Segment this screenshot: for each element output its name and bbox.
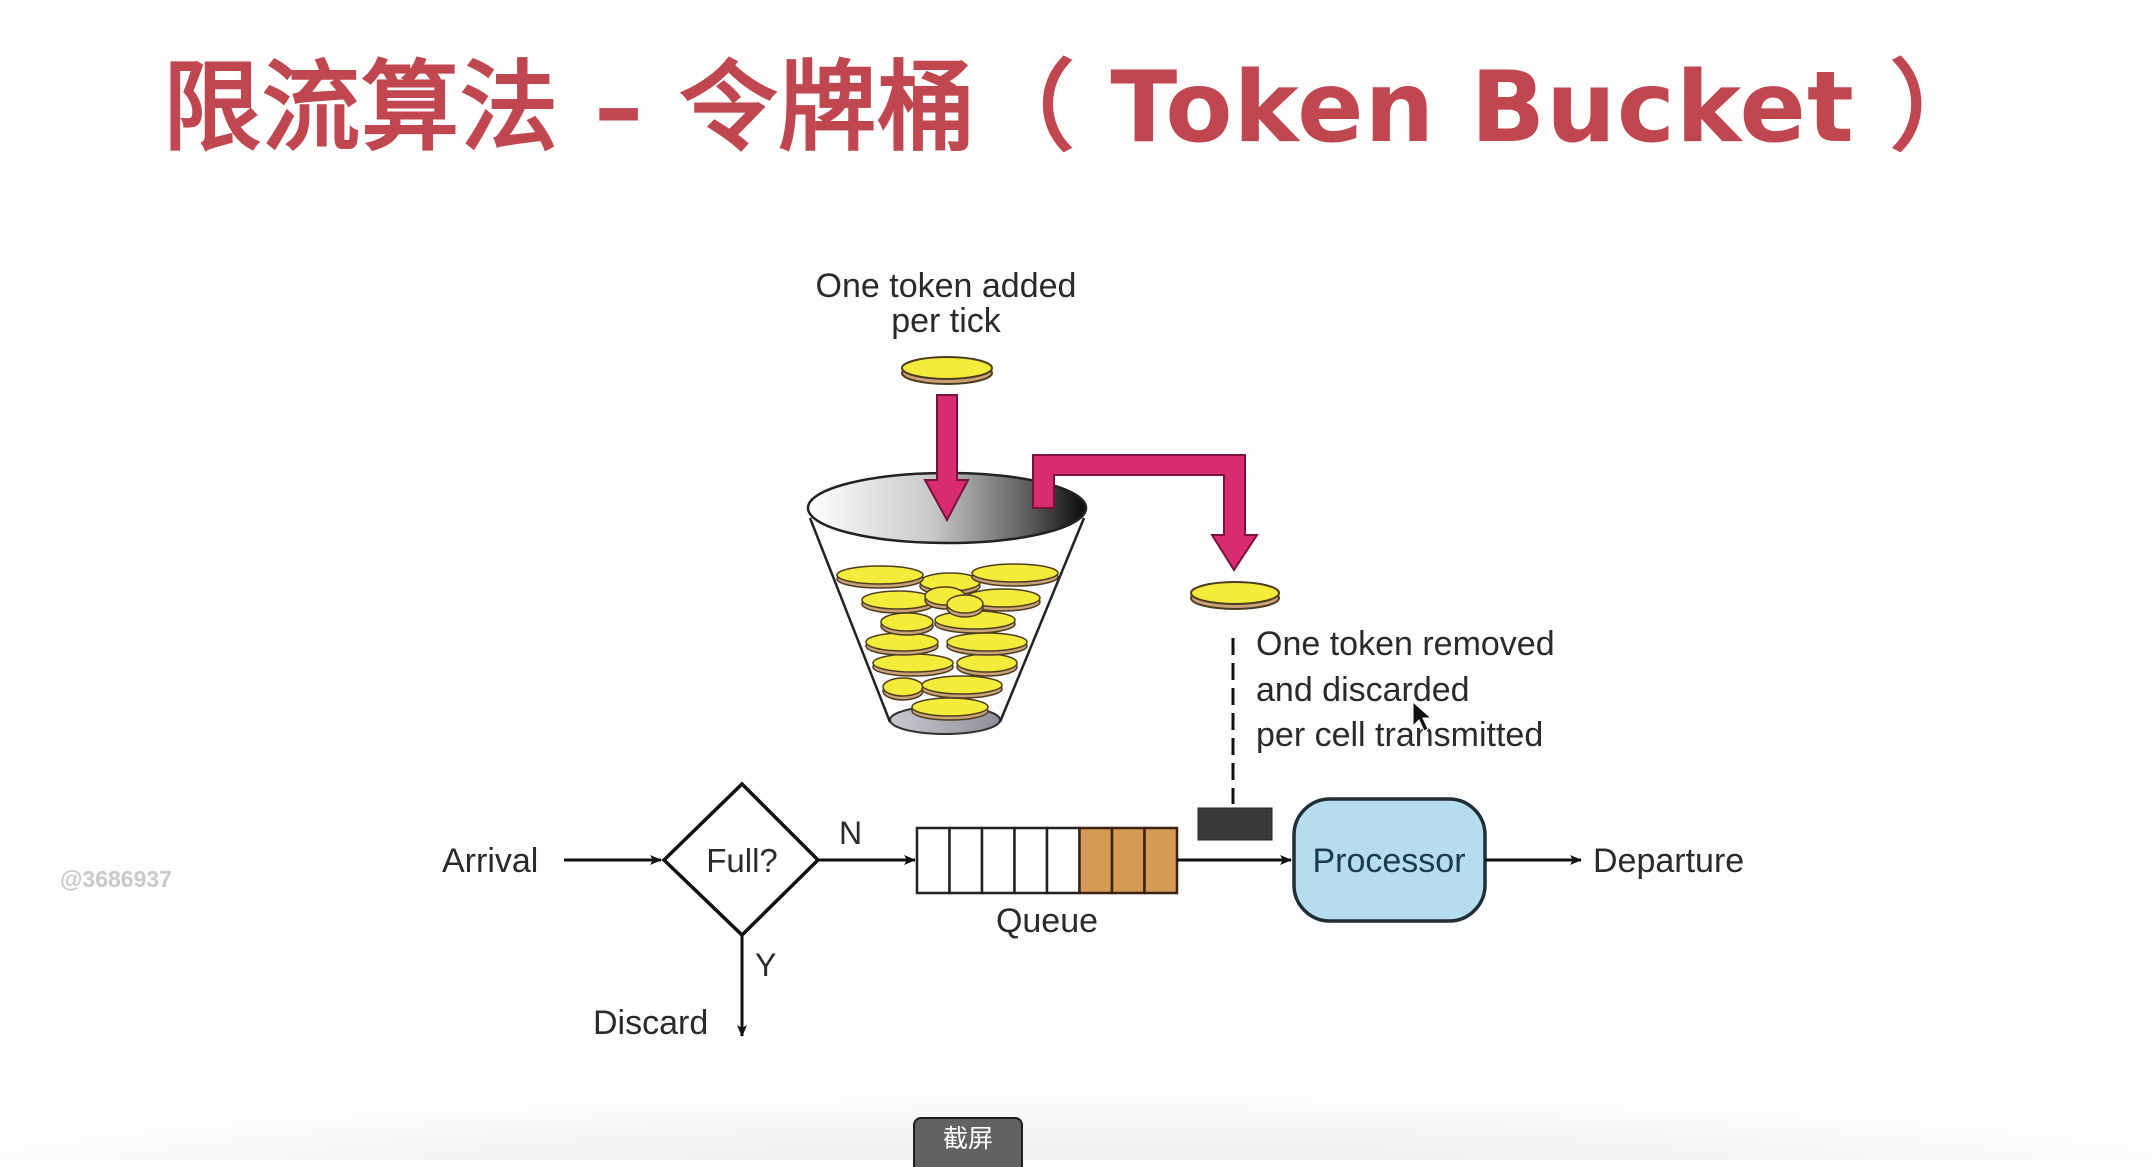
queue-cell-empty <box>1013 826 1049 895</box>
removed-token-icon <box>1190 581 1280 610</box>
queue-cell-empty <box>980 826 1016 895</box>
bucket-token-icon <box>882 677 924 697</box>
bucket-token-icon <box>880 612 934 632</box>
bucket-icon <box>806 471 1088 735</box>
departure-label: Departure <box>1593 842 1744 880</box>
bucket-sides <box>808 517 1086 723</box>
token-in-arrow <box>923 394 970 523</box>
bucket-token-icon <box>956 653 1018 673</box>
queue-cell-filled <box>1143 826 1179 895</box>
incoming-token-icon <box>901 356 993 385</box>
token-removed-line-3: per cell transmitted <box>1256 716 1543 754</box>
queue-cell-filled <box>1110 826 1146 895</box>
processor-label: Processor <box>1312 842 1465 880</box>
token-consumed-block <box>1197 807 1273 841</box>
queue-cell-empty <box>948 826 984 895</box>
decision-label: Full? <box>706 842 778 879</box>
queue-cell-empty <box>1045 826 1081 895</box>
bucket-token-icon <box>971 563 1059 583</box>
bottom-shadow <box>0 1100 2152 1160</box>
bucket-token-icon <box>911 697 989 717</box>
bucket-token-icon <box>861 590 935 610</box>
screenshot-button[interactable]: 截屏 <box>913 1117 1023 1167</box>
yes-branch-label: Y <box>755 947 776 983</box>
bucket-token-icon <box>921 675 1003 695</box>
token-out-arrow <box>1032 454 1259 572</box>
no-branch-label: N <box>839 815 862 851</box>
token-removed-line-1: One token removed <box>1256 625 1555 663</box>
queue <box>915 826 1179 895</box>
bucket-token-icon <box>865 632 939 652</box>
token-added-line-1: One token added <box>816 267 1077 305</box>
bucket-token-icon <box>946 632 1028 652</box>
token-removed-label: One token removed and discarded per cell… <box>1256 625 1555 754</box>
token-added-line-2: per tick <box>891 302 1002 340</box>
arrival-label: Arrival <box>442 842 538 880</box>
token-removed-line-2: and discarded <box>1256 671 1470 709</box>
watermark: @3686937 <box>60 866 172 892</box>
bucket-token-icon <box>872 653 954 673</box>
token-added-label: One token added per tick <box>816 267 1077 340</box>
mouse-cursor-icon <box>1412 700 1433 732</box>
slide-title: 限流算法 – 令牌桶（ Token Bucket ） <box>163 51 1989 165</box>
queue-label: Queue <box>996 902 1098 940</box>
bucket-token-icon <box>836 565 924 585</box>
bucket-token-icon <box>946 594 984 614</box>
discard-label: Discard <box>593 1004 708 1042</box>
bucket-tokens <box>836 563 1059 721</box>
queue-cell-filled <box>1078 826 1114 895</box>
queue-cell-empty <box>915 826 951 895</box>
